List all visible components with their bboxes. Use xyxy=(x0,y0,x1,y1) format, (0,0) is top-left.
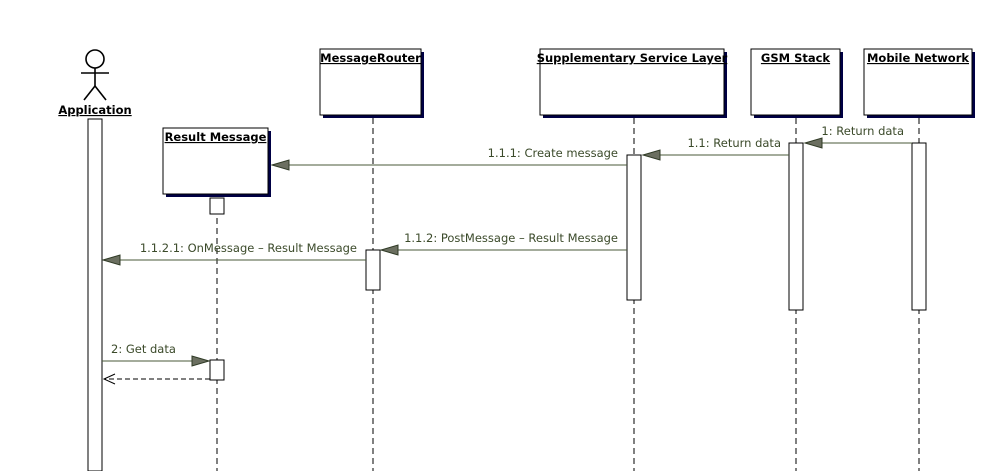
activation-application xyxy=(87,118,103,471)
object-label-gsm-stack: GSM Stack xyxy=(761,51,831,65)
object-box xyxy=(750,48,841,116)
object-label-result-message: Result Message xyxy=(165,130,267,144)
activation-supplementary-service-layer xyxy=(626,154,642,301)
arrow-head-icon xyxy=(379,244,399,256)
object-label-message-router: MessageRouter xyxy=(320,51,421,65)
arrow-head-icon xyxy=(191,355,211,367)
message-label: 1: Return data xyxy=(821,124,904,138)
actor-label-application: Application xyxy=(58,103,131,117)
object-box xyxy=(863,48,973,116)
message-1-1-2-1-on-message: 1.1.2.1: OnMessage – Result Message xyxy=(101,241,366,266)
actor-right-leg xyxy=(94,85,107,101)
object-box xyxy=(319,48,422,116)
object-label-supplementary-service-layer: Supplementary Service Layer xyxy=(537,51,728,65)
message-1-1-2-post-message: 1.1.2: PostMessage – Result Message xyxy=(379,231,627,256)
activation-gsm-stack xyxy=(788,142,804,311)
activation-mobile-network xyxy=(911,142,927,311)
object-supplementary-service-layer: Supplementary Service Layer xyxy=(537,48,728,118)
message-label: 1.1.1: Create message xyxy=(488,146,618,160)
actor-head xyxy=(85,49,105,69)
object-mobile-network: Mobile Network xyxy=(863,48,975,118)
open-arrow-head-icon xyxy=(102,373,116,385)
object-label-mobile-network: Mobile Network xyxy=(867,51,969,65)
arrow-head-icon xyxy=(270,159,290,171)
message-label: 2: Get data xyxy=(111,342,176,356)
return-get-data xyxy=(102,373,210,385)
message-label: 1.1.2: PostMessage – Result Message xyxy=(404,231,618,245)
activation-message-router xyxy=(365,249,381,291)
object-gsm-stack: GSM Stack xyxy=(750,48,843,118)
message-1-1-return-data: 1.1: Return data xyxy=(641,136,789,161)
object-result-message: Result Message xyxy=(162,127,271,197)
activation-result-message-get xyxy=(209,359,225,381)
arrow-head-icon xyxy=(803,137,823,149)
message-1-1-1-create-message: 1.1.1: Create message xyxy=(270,146,627,171)
arrow-head-icon xyxy=(101,254,121,266)
object-box xyxy=(539,48,725,116)
arrow-head-icon xyxy=(641,149,661,161)
message-1-return-data: 1: Return data xyxy=(803,124,912,149)
actor-left-leg xyxy=(83,85,96,101)
message-2-get-data: 2: Get data xyxy=(102,342,211,367)
message-label: 1.1: Return data xyxy=(687,136,781,150)
activation-result-message-create xyxy=(209,197,225,215)
object-box xyxy=(162,127,269,195)
object-message-router: MessageRouter xyxy=(319,48,424,118)
message-label: 1.1.2.1: OnMessage – Result Message xyxy=(140,241,357,255)
actor-application: Application xyxy=(58,49,132,117)
